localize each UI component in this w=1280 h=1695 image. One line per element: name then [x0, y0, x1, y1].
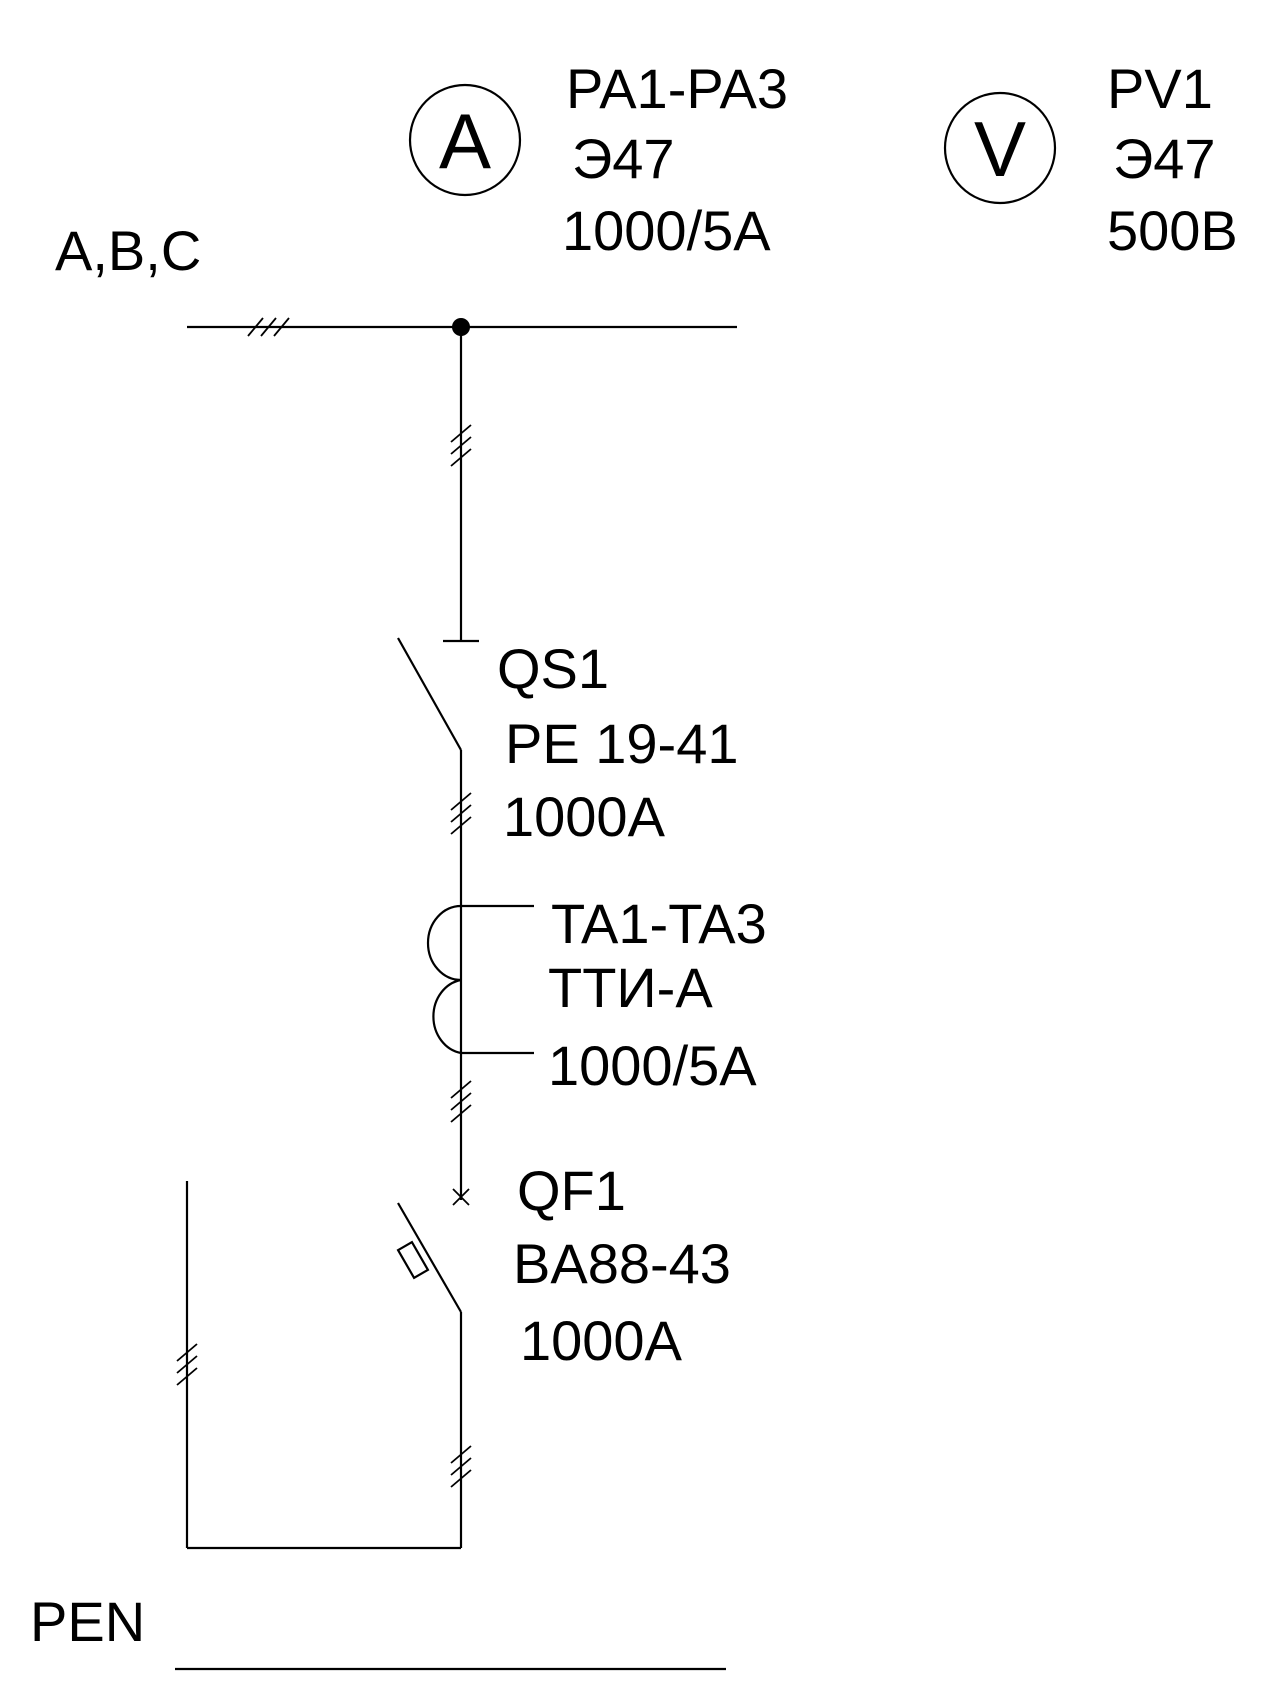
feeder-three-phase-ticks-4 [450, 1445, 472, 1488]
switch-qs1 [397, 637, 479, 751]
breaker-designation: QF1 [517, 1159, 626, 1222]
voltmeter: V PV1 Э47 500B [943, 57, 1238, 262]
ammeter: A PA1-PA3 Э47 1000/5A [408, 57, 788, 262]
bus-label: A,B,C [55, 219, 201, 282]
feeder-three-phase-ticks-3 [450, 1080, 472, 1123]
ammeter-type: Э47 [572, 127, 675, 190]
ammeter-rating: 1000/5A [562, 199, 771, 262]
ammeter-symbol-letter: A [439, 97, 491, 185]
switch-designation: QS1 [497, 637, 609, 700]
breaker-trip-element [396, 1240, 430, 1280]
feeder-three-phase-ticks-2 [450, 792, 472, 835]
pen-label: PEN [30, 1590, 145, 1653]
breaker-rating: 1000A [520, 1309, 683, 1372]
current-transformer [426, 904, 534, 1055]
breaker-qf1 [396, 1188, 470, 1313]
ct-rating: 1000/5A [548, 1034, 757, 1097]
ammeter-designation: PA1-PA3 [566, 57, 788, 120]
voltmeter-symbol-letter: V [974, 105, 1026, 193]
voltmeter-symbol-circle [943, 91, 1057, 205]
voltmeter-rating: 500B [1107, 199, 1238, 262]
breaker-contact-x-b [452, 1188, 470, 1206]
switch-blade [397, 637, 462, 751]
voltmeter-type: Э47 [1113, 127, 1216, 190]
bus-three-phase-ticks [247, 317, 290, 337]
ammeter-symbol-circle [408, 83, 522, 197]
ct-winding-lower [432, 978, 462, 1055]
breaker-type: BA88-43 [513, 1232, 731, 1295]
switch-type: PE 19-41 [505, 712, 739, 775]
voltmeter-designation: PV1 [1107, 57, 1213, 120]
breaker-blade [397, 1202, 462, 1313]
ct-designation: TA1-TA3 [551, 892, 767, 955]
switch-rating: 1000A [503, 785, 666, 848]
return-three-phase-ticks [176, 1343, 198, 1386]
ct-winding-upper [426, 904, 462, 982]
feeder-three-phase-ticks-1 [450, 424, 472, 467]
ct-type: ТТИ-А [548, 956, 713, 1019]
